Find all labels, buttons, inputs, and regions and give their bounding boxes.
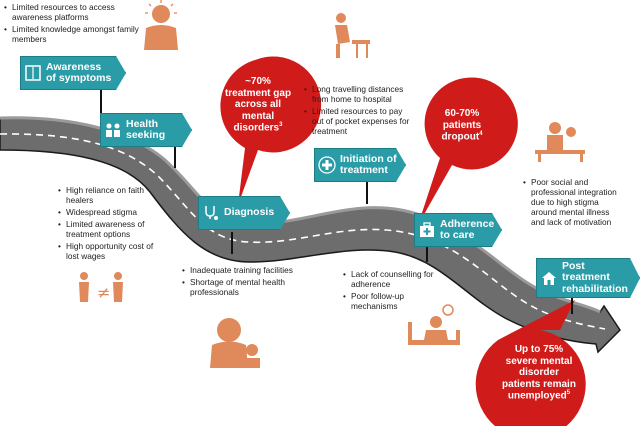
patient-bed-icon	[408, 304, 460, 345]
people-at-table-icon	[535, 122, 585, 162]
barrier-item: Shortage of mental health professionals	[182, 277, 310, 298]
barrier-item: Long travelling distances from home to h…	[304, 84, 412, 105]
stethoscope-icon	[202, 204, 220, 222]
stem-diagnosis	[231, 232, 233, 254]
stem-health	[174, 146, 176, 168]
bubble-treatment-gap	[220, 56, 322, 205]
stage-adherence-label: Adherence to care	[440, 217, 495, 241]
stage-rehab-label: Post treatment rehabilitation	[562, 260, 628, 295]
stem-adherence	[426, 246, 428, 262]
stem-awareness	[100, 88, 102, 122]
people-icon	[104, 121, 122, 139]
stage-diagnosis: Diagnosis	[198, 196, 290, 230]
person-at-desk-icon	[335, 13, 370, 58]
barrier-item: Limited resources to access awareness pl…	[4, 2, 139, 23]
barriers-awareness: Limited resources to access awareness pl…	[4, 2, 139, 47]
barrier-item: Poor follow-up mechanisms	[343, 291, 435, 312]
callout-unemployed-text: Up to 75% severe mental disorder patient…	[502, 344, 576, 402]
barriers-diagnosis: Inadequate training facilities Shortage …	[182, 265, 310, 300]
barrier-item: Limited awareness of treatment options	[58, 219, 162, 240]
callout-treatment-gap: ~70% treatment gap across all mental dis…	[212, 76, 304, 134]
callout-unemployed: Up to 75% severe mental disorder patient…	[484, 344, 594, 402]
barriers-rehabilitation: Poor social and professional integration…	[523, 177, 623, 230]
barrier-item: High opportunity cost of lost wages	[58, 241, 162, 262]
stage-awareness-label: Awareness of symptoms	[46, 60, 112, 84]
barrier-item: Limited resources to pay out of pocket e…	[304, 106, 412, 137]
callout-dropout-ref: 4	[479, 131, 483, 137]
stage-awareness-of-symptoms: Awareness of symptoms	[20, 56, 126, 90]
barrier-item: Widespread stigma	[58, 207, 162, 218]
first-aid-kit-icon	[418, 221, 436, 239]
bubble-dropout	[418, 77, 518, 225]
callout-dropout: 60-70% patients dropout4	[418, 108, 506, 143]
barrier-item: Inadequate training facilities	[182, 265, 310, 276]
book-icon	[24, 64, 42, 82]
callout-dropout-text: 60-70% patients dropout	[441, 108, 482, 143]
stage-initiation-label: Initiation of treatment	[340, 152, 397, 176]
stage-diagnosis-label: Diagnosis	[224, 206, 275, 219]
house-icon	[540, 269, 558, 287]
doctor-patient-icon	[210, 318, 260, 368]
stem-initiation	[366, 180, 368, 204]
svg-text:≠: ≠	[97, 283, 110, 302]
stem-rehab	[571, 296, 573, 314]
barrier-item: Limited knowledge amongst family members	[4, 24, 139, 45]
barriers-adherence: Lack of counselling for adherence Poor f…	[343, 269, 435, 314]
stage-post-treatment-rehabilitation: Post treatment rehabilitation	[536, 258, 640, 298]
barrier-item: Poor social and professional integration…	[523, 177, 623, 228]
road-center-line	[0, 133, 606, 330]
callout-unemployed-ref: 5	[566, 390, 571, 396]
barrier-item: Lack of counselling for adherence	[343, 269, 435, 290]
barriers-initiation: Long travelling distances from home to h…	[304, 84, 412, 139]
stage-health-seeking: Health seeking	[100, 113, 192, 147]
stage-adherence-to-care: Adherence to care	[414, 213, 502, 247]
stage-initiation-of-treatment: Initiation of treatment	[314, 148, 406, 182]
stage-health-label: Health seeking	[126, 117, 166, 141]
callout-gap-ref: 3	[279, 122, 283, 128]
callout-gap-text: ~70% treatment gap across all mental dis…	[224, 76, 292, 134]
barrier-item: High reliance on faith healers	[58, 185, 162, 206]
unequal-people-icon: ≠	[79, 272, 123, 302]
bubble-unemployed	[475, 300, 586, 426]
barriers-health-seeking: High reliance on faith healers Widesprea…	[58, 185, 162, 264]
thinking-person-icon	[144, 0, 178, 50]
medical-cross-icon	[318, 156, 336, 174]
